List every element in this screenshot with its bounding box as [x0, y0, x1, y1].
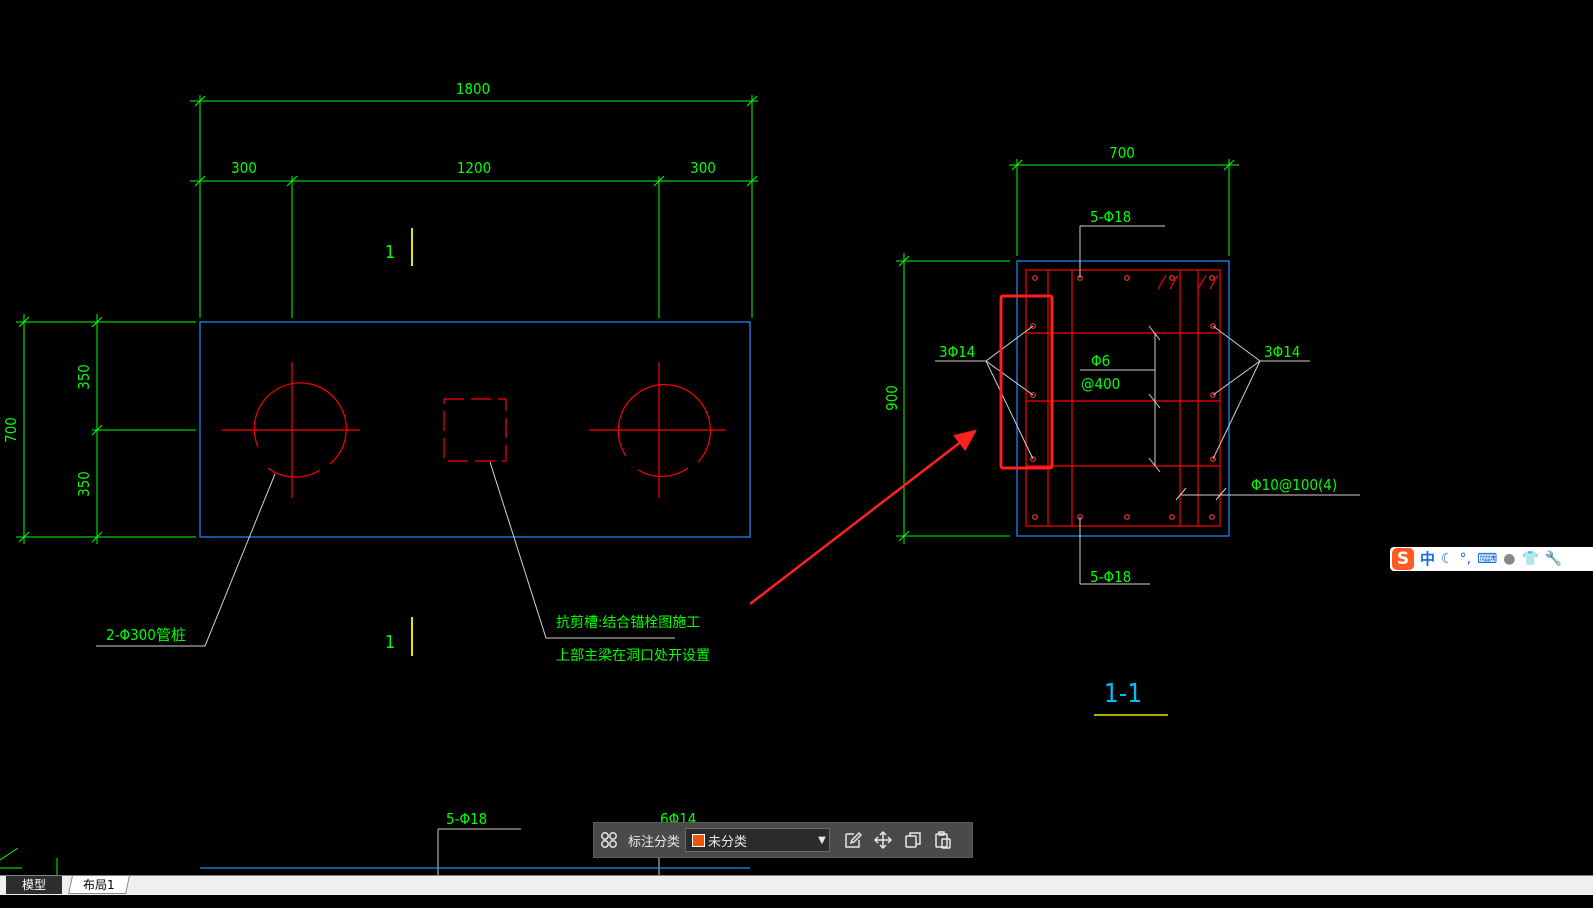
highlight-box [999, 294, 1054, 470]
section-outline [1016, 260, 1230, 537]
svg-text:@400: @400 [1081, 375, 1120, 393]
category-label: 标注分类 [628, 834, 681, 850]
svg-text:5-Φ18: 5-Φ18 [1090, 568, 1131, 586]
svg-text:3Φ14: 3Φ14 [939, 343, 975, 361]
pile-right [589, 362, 726, 498]
tab-model[interactable]: 模型 [6, 876, 62, 894]
shear-note-line1: 抗剪槽:结合锚栓图施工 [556, 615, 700, 631]
svg-text:Φ10@100(4): Φ10@100(4) [1251, 476, 1337, 494]
dim-right-text: 300 [690, 159, 716, 177]
dim-left-text: 300 [231, 159, 257, 177]
svg-text:700: 700 [1109, 144, 1135, 162]
dim-total-1800: 1800 [190, 80, 758, 318]
voice-icon[interactable]: ● [1503, 551, 1516, 567]
svg-text:1: 1 [385, 632, 395, 653]
rebar-dots [1030, 275, 1216, 520]
tab-layout1[interactable]: 布局1 [68, 876, 130, 894]
grid-icon[interactable] [594, 825, 624, 855]
pile-left [222, 362, 360, 498]
svg-text:5-Φ18: 5-Φ18 [1090, 208, 1131, 226]
dim-upper-text: 350 [75, 364, 93, 390]
annotation-toolbar: 标注分类 未分类 ▼ [593, 822, 973, 858]
section-dim-width: 700 [1009, 144, 1239, 256]
move-icon[interactable] [868, 825, 898, 855]
top-bars-leader: 5-Φ18 [1079, 208, 1165, 278]
pile-note-text: 2-Φ300管桩 [106, 626, 186, 644]
plan-outline [199, 321, 751, 538]
highlight-arrow [749, 429, 977, 605]
edit-icon[interactable] [838, 825, 868, 855]
dim-segments: 300 1200 300 [190, 159, 758, 318]
section-dim-height: 900 [883, 253, 1010, 544]
dim-lower-text: 350 [75, 471, 93, 497]
dim-mid-text: 1200 [457, 159, 491, 177]
shear-key-leader: 抗剪槽:结合锚栓图施工 上部主梁在洞口处开设置 [489, 461, 710, 664]
svg-text:Φ6: Φ6 [1091, 352, 1110, 370]
category-select[interactable]: 未分类 ▼ [685, 828, 831, 852]
svg-text:5-Φ18: 5-Φ18 [446, 810, 487, 828]
ime-mode-toggle[interactable]: 中 [1420, 549, 1436, 568]
punctuation-icon[interactable]: °, [1459, 551, 1472, 567]
left-side-bars-leader: 3Φ14 [935, 325, 1034, 460]
dim-vertical-left: 700 350 350 [2, 314, 196, 544]
copy-icon[interactable] [898, 825, 928, 855]
dim-total-text: 1800 [456, 80, 490, 98]
section-view: 700 900 5-Φ18 5-Φ18 3Φ14 [883, 144, 1360, 716]
plan-view: 1800 300 1200 300 700 [2, 80, 758, 664]
section-marker-bottom: 1 [385, 617, 413, 656]
pile-leader: 2-Φ300管桩 [96, 473, 276, 647]
section-marker-top: 1 [385, 228, 413, 266]
svg-text:900: 900 [883, 385, 901, 411]
bottom-bars-leader: 5-Φ18 [1079, 517, 1150, 586]
layout-tabs: 模型 布局1 [0, 875, 1593, 908]
paste-icon[interactable] [928, 825, 958, 855]
skin-icon[interactable]: 👕 [1521, 551, 1539, 567]
svg-text:1-1: 1-1 [1104, 679, 1142, 709]
wrench-icon[interactable]: 🔧 [1544, 551, 1563, 567]
category-select-value: 未分类 [708, 834, 748, 850]
keyboard-icon[interactable]: ⌨ [1477, 551, 1498, 567]
sogou-logo-icon[interactable]: S [1392, 548, 1414, 570]
ime-toolbar[interactable]: S 中 ☾ °, ⌨ ● 👕 🔧 [1390, 547, 1593, 571]
right-side-bars-leader: 3Φ14 [1212, 325, 1310, 460]
category-color-swatch [692, 833, 706, 847]
tab-strip: 模型 布局1 [0, 875, 1593, 895]
chevron-down-icon[interactable]: ▼ [818, 834, 826, 846]
shear-key [443, 398, 507, 462]
dim-height-text: 700 [2, 417, 20, 443]
tie-bar-leader: Φ6 @400 [1080, 325, 1161, 473]
shear-note-line2: 上部主梁在洞口处开设置 [556, 648, 710, 664]
svg-text:1: 1 [385, 242, 395, 263]
svg-text:3Φ14: 3Φ14 [1264, 343, 1300, 361]
section-title: 1-1 [1094, 679, 1168, 716]
stirrups-leader: Φ10@100(4) [1175, 476, 1360, 501]
moon-icon[interactable]: ☾ [1441, 551, 1454, 567]
